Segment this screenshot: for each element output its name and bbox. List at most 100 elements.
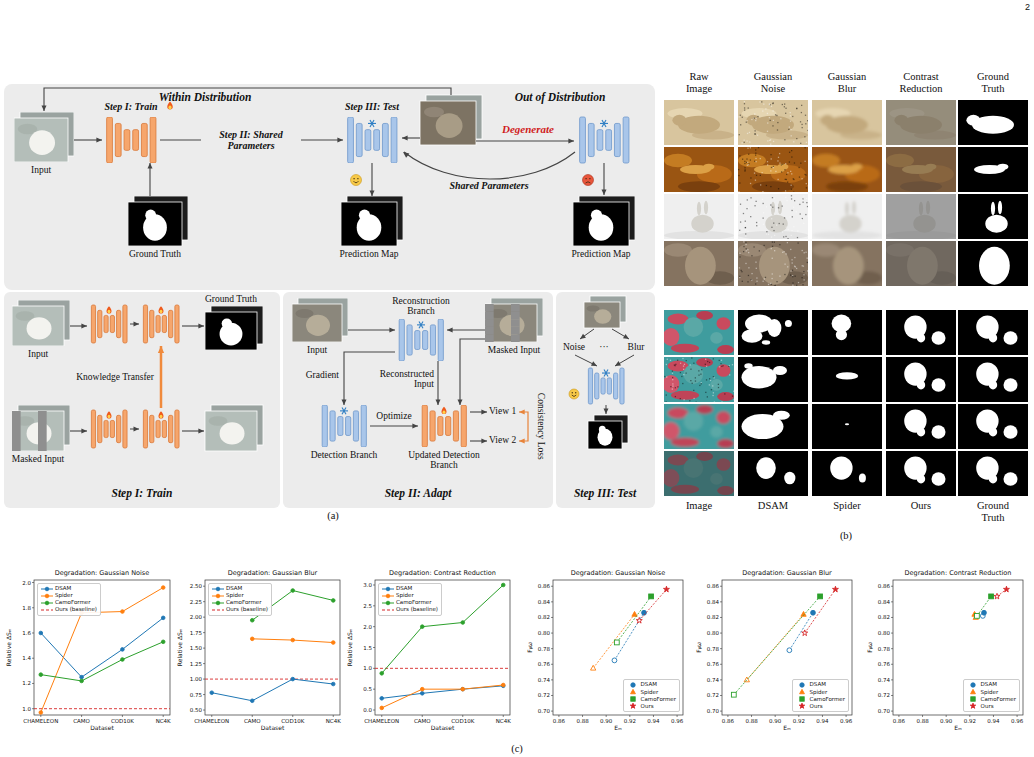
snowflake-icon: [368, 120, 376, 127]
marker: [832, 586, 838, 592]
noise-speck: [743, 251, 744, 252]
arrow: [615, 355, 634, 366]
tick-label: 1.4: [7, 655, 31, 661]
snowflake-icon: [602, 370, 610, 377]
legend-text: CamoFormer: [226, 599, 261, 606]
noise-speck: [745, 223, 746, 224]
network-icon: [143, 305, 179, 343]
legend-sample: [212, 600, 224, 606]
marker: [291, 638, 295, 642]
eye: [357, 178, 358, 179]
tick-label: 0.75: [178, 692, 202, 698]
legend-row: CamoFormer: [382, 599, 438, 606]
noise-speck: [747, 165, 748, 166]
noise-speck: [807, 130, 808, 131]
marker: [799, 683, 803, 687]
ellipsis: ···: [597, 342, 611, 352]
noise-speck: [756, 225, 757, 226]
noise-speck: [805, 214, 806, 215]
mask-blob: [932, 472, 946, 486]
tick: [922, 715, 923, 717]
plot-frame: [893, 580, 1023, 715]
eye: [589, 178, 590, 179]
photo-content: [812, 194, 882, 239]
noise-speck: [795, 266, 796, 267]
photo-content: [664, 194, 734, 239]
photo-ground: [812, 194, 882, 239]
arrowhead: [591, 361, 597, 366]
legend-row: DSAM: [212, 585, 268, 592]
noise-speck: [756, 175, 757, 176]
noise-speck: [774, 285, 775, 286]
noise-speck: [755, 262, 756, 263]
mask-blob: [997, 164, 1008, 170]
texture: [664, 422, 679, 440]
mask-blob: [991, 202, 995, 216]
texture: [717, 317, 731, 330]
noise-speck: [748, 154, 749, 155]
animal: [851, 164, 862, 170]
noise-speck: [773, 167, 774, 168]
photo-cell: [886, 451, 956, 496]
marker: [386, 601, 390, 605]
legend-row: CamoFormer: [627, 696, 676, 703]
noise-speck: [748, 207, 749, 208]
network-layer: [150, 310, 154, 337]
legend-line: [382, 609, 394, 610]
marker: [630, 704, 635, 709]
tick: [720, 633, 722, 634]
noise-speck: [788, 229, 789, 230]
network-icon: [588, 368, 624, 404]
photo-cell: [812, 100, 882, 145]
noise-speck: [759, 250, 760, 251]
noise-speck: [746, 140, 747, 141]
marker: [121, 610, 125, 614]
data-line: [382, 686, 504, 699]
noise-speck: [739, 277, 740, 278]
mask-ground: [886, 310, 956, 355]
data-link: [593, 614, 634, 668]
noise-speck: [744, 107, 745, 108]
chart-title: Degradation: Contrast Reduction: [876, 570, 1034, 577]
snowflake-arm: [419, 321, 423, 328]
mask-patch: [511, 334, 520, 342]
network-layer: [423, 331, 428, 350]
noise-speck: [772, 241, 773, 242]
noise-speck: [782, 231, 783, 232]
network-layer: [123, 305, 127, 343]
network-layer: [156, 420, 160, 437]
tick: [558, 715, 559, 717]
node-graphic: [341, 196, 403, 246]
chart-legend: DSAMSpiderCamoFormerOurs (baseline): [208, 583, 272, 616]
legend-row: CamoFormer: [41, 599, 97, 606]
noise-speck: [683, 399, 684, 400]
noise-speck: [682, 358, 683, 359]
noise-speck: [773, 141, 774, 142]
noise-speck: [770, 139, 771, 140]
mask-blob: [989, 380, 997, 389]
noise-speck: [771, 278, 772, 279]
node-graphic: [418, 405, 470, 447]
noise-speck: [798, 167, 799, 168]
noise-speck: [796, 268, 797, 269]
axis-label: Dataset: [413, 725, 473, 732]
arrowhead: [580, 334, 586, 339]
noise-speck: [770, 204, 771, 205]
photo-content: [738, 241, 808, 286]
noise-speck: [785, 197, 786, 198]
marker: [216, 594, 220, 598]
column-header: Ground Truth: [966, 500, 1020, 523]
arrowhead: [615, 361, 621, 366]
tick-label: 0.96: [821, 718, 871, 724]
noise-speck: [709, 362, 710, 363]
tick-label: 0.96: [652, 718, 702, 724]
panel-background: [4, 84, 655, 290]
image-stack: [128, 196, 188, 246]
mask-blob: [591, 209, 602, 220]
noise-speck: [675, 387, 676, 388]
arrow: [41, 88, 451, 111]
tick-label: 0.72: [526, 692, 550, 698]
noise-speck: [802, 199, 803, 200]
noise-speck: [805, 252, 806, 253]
tick: [551, 586, 553, 587]
